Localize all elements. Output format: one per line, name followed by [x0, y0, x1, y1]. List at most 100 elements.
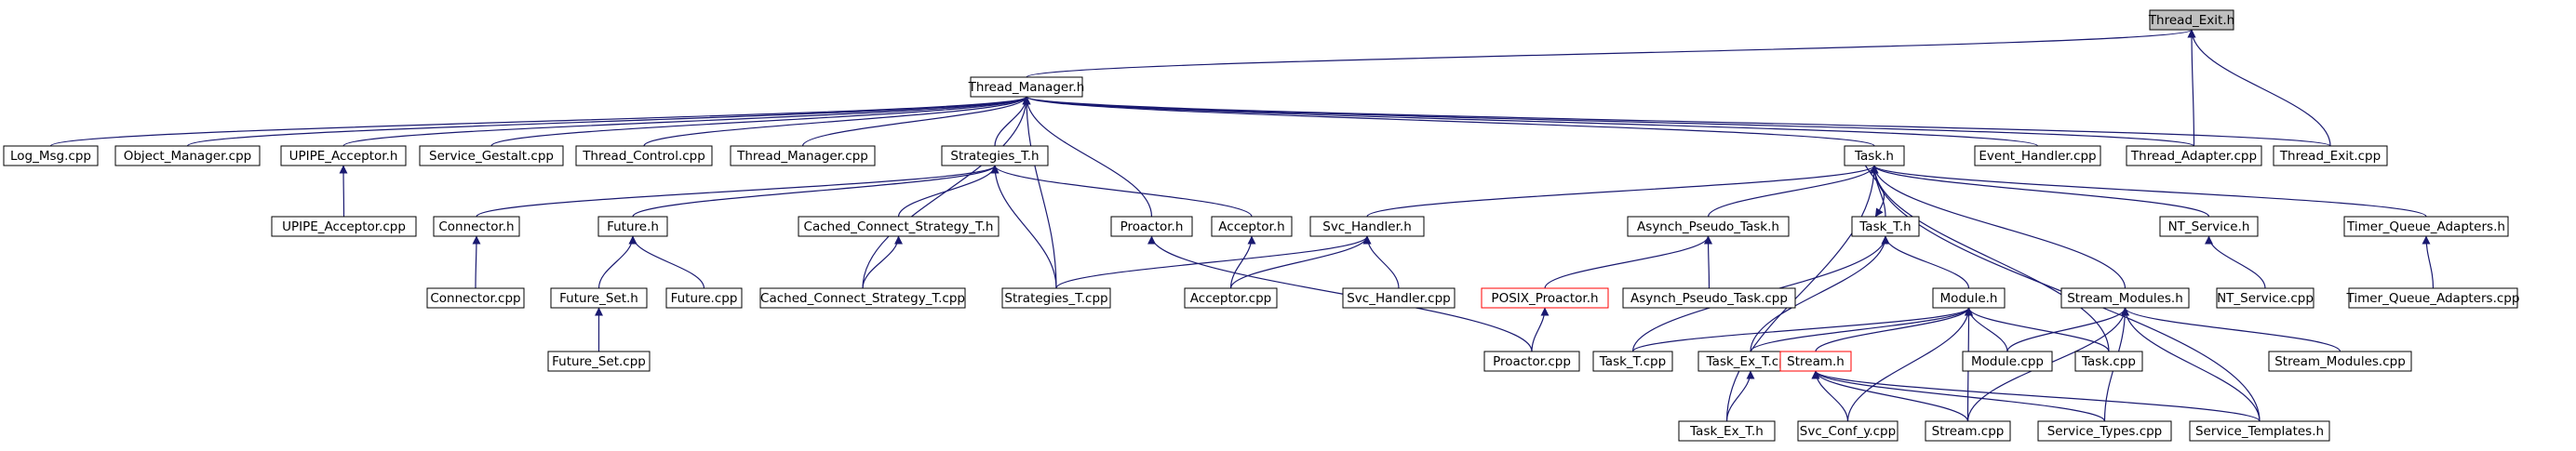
edge-task-h-to-thread-manager-h [1022, 96, 1875, 147]
node-box [3, 145, 99, 166]
node-posix-proactor-h[interactable]: POSIX_Proactor.h [1481, 287, 1609, 309]
node-service-types-cpp[interactable]: Service_Types.cpp [2037, 420, 2172, 442]
node-thread-manager-h[interactable]: Thread_Manager.h [968, 76, 1085, 98]
node-box [2273, 145, 2388, 166]
node-svc-handler-h[interactable]: Svc_Handler.h [1309, 216, 1425, 237]
node-box [798, 216, 1000, 237]
node-box [2074, 351, 2143, 372]
node-label: Proactor.h [1120, 219, 1184, 234]
node-task-t-cpp[interactable]: Task_T.cpp [1592, 351, 1673, 372]
edge-stream-h-to-module-h [1815, 307, 1973, 352]
node-acceptor-h[interactable]: Acceptor.h [1211, 216, 1293, 237]
edge-module-cpp-to-stream-modules-h [2006, 307, 2129, 352]
node-stream-modules-cpp[interactable]: Stream_Modules.cpp [2268, 351, 2412, 372]
node-log-msg-cpp[interactable]: Log_Msg.cpp [3, 145, 99, 166]
node-box [759, 287, 966, 309]
node-label: NT_Service.h [2168, 219, 2250, 234]
node-svc-conf-y-cpp[interactable]: Svc_Conf_y.cpp [1797, 420, 1898, 442]
node-label: Cached_Connect_Strategy_T.h [804, 219, 994, 234]
node-box [1483, 351, 1580, 372]
node-stream-h[interactable]: Stream.h [1779, 351, 1852, 372]
node-thread-manager-cpp[interactable]: Thread_Manager.cpp [730, 145, 876, 166]
edge-thread-exit-cpp-to-thread-manager-h [1023, 96, 2331, 147]
node-timer-queue-adapters-h[interactable]: Timer_Queue_Adapters.h [2343, 216, 2509, 237]
node-label: Thread_Adapter.cpp [2130, 149, 2257, 164]
node-nt-service-cpp[interactable]: NT_Service.cpp [2216, 287, 2314, 309]
edge-cached-connect-strategy-t-cpp-to-cached-connect-strategy-t-h [862, 235, 903, 289]
node-module-h[interactable]: Module.h [1932, 287, 2006, 309]
node-task-cpp[interactable]: Task.cpp [2074, 351, 2143, 372]
node-timer-queue-adapters-cpp[interactable]: Timer_Queue_Adapters.cpp [2346, 287, 2520, 309]
node-future-h[interactable]: Future.h [597, 216, 668, 237]
node-thread-control-cpp[interactable]: Thread_Control.cpp [575, 145, 713, 166]
node-svc-handler-cpp[interactable]: Svc_Handler.cpp [1342, 287, 1456, 309]
edge-future-h-to-strategies-t-h [632, 165, 1000, 218]
edge-event-handler-cpp-to-thread-manager-h [1022, 96, 2039, 147]
node-box [1110, 216, 1193, 237]
node-label: Timer_Queue_Adapters.h [2346, 219, 2505, 234]
node-proactor-h[interactable]: Proactor.h [1110, 216, 1193, 237]
node-cached-connect-strategy-t-cpp[interactable]: Cached_Connect_Strategy_T.cpp [759, 287, 966, 309]
file-nodes: Thread_Exit.hThread_Manager.hLog_Msg.cpp… [3, 9, 2520, 442]
node-label: Stream_Modules.cpp [2274, 354, 2406, 369]
dependency-edges [49, 29, 2435, 422]
node-upipe-acceptor-cpp[interactable]: UPIPE_Acceptor.cpp [271, 216, 417, 237]
node-box [433, 216, 520, 237]
node-box [550, 287, 648, 309]
node-label: Proactor.cpp [1493, 354, 1571, 369]
node-thread-exit-cpp[interactable]: Thread_Exit.cpp [2273, 145, 2388, 166]
node-box [1797, 420, 1898, 442]
node-task-h[interactable]: Task.h [1844, 145, 1905, 166]
node-future-set-h[interactable]: Future_Set.h [550, 287, 648, 309]
edge-acceptor-h-to-strategies-t-h [990, 165, 1253, 218]
node-task-t-h[interactable]: Task_T.h [1851, 216, 1920, 237]
node-nt-service-h[interactable]: NT_Service.h [2159, 216, 2259, 237]
edge-strategies-t-cpp-to-strategies-t-h [990, 165, 1057, 289]
node-box [2343, 216, 2509, 237]
node-label: Stream.h [1787, 354, 1845, 369]
edge-cached-connect-strategy-t-h-to-strategies-t-h [897, 165, 1000, 218]
node-event-handler-cpp[interactable]: Event_Handler.cpp [1974, 145, 2101, 166]
node-box [730, 145, 876, 166]
edge-stream-modules-cpp-to-stream-modules-h [2121, 307, 2341, 352]
node-service-gestalt-cpp[interactable]: Service_Gestalt.cpp [419, 145, 564, 166]
edge-thread-manager-cpp-to-thread-manager-h [801, 96, 1031, 147]
node-future-cpp[interactable]: Future.cpp [665, 287, 743, 309]
node-cached-connect-strategy-t-h[interactable]: Cached_Connect_Strategy_T.h [798, 216, 1000, 237]
node-box [1342, 287, 1456, 309]
node-label: Future_Set.h [559, 291, 638, 306]
edge-task-ex-t-cpp-to-module-h [1750, 307, 1973, 352]
node-label: Svc_Handler.h [1322, 219, 1412, 234]
node-stream-modules-h[interactable]: Stream_Modules.h [2060, 287, 2190, 309]
node-asynch-pseudo-task-h[interactable]: Asynch_Pseudo_Task.h [1627, 216, 1790, 237]
node-strategies-t-cpp[interactable]: Strategies_T.cpp [1001, 287, 1111, 309]
node-object-manager-cpp[interactable]: Object_Manager.cpp [114, 145, 261, 166]
node-label: Cached_Connect_Strategy_T.cpp [760, 291, 965, 306]
node-thread-exit-h[interactable]: Thread_Exit.h [2148, 9, 2234, 31]
node-stream-cpp[interactable]: Stream.cpp [1925, 420, 2011, 442]
node-label: Module.cpp [1971, 354, 2044, 369]
node-future-set-cpp[interactable]: Future_Set.cpp [547, 351, 651, 372]
edge-task-h-to-task-t-h [1864, 165, 1885, 218]
node-box [970, 76, 1083, 98]
node-box [2216, 287, 2314, 309]
node-asynch-pseudo-task-cpp[interactable]: Asynch_Pseudo_Task.cpp [1622, 287, 1796, 309]
node-strategies-t-h[interactable]: Strategies_T.h [941, 145, 1049, 166]
node-upipe-acceptor-h[interactable]: UPIPE_Acceptor.h [280, 145, 407, 166]
edge-timer-queue-adapters-cpp-to-timer-queue-adapters-h [2422, 235, 2435, 289]
node-service-templates-h[interactable]: Service_Templates.h [2189, 420, 2330, 442]
node-label: Thread_Exit.h [2148, 13, 2234, 28]
node-thread-adapter-cpp[interactable]: Thread_Adapter.cpp [2126, 145, 2262, 166]
node-module-cpp[interactable]: Module.cpp [1962, 351, 2053, 372]
node-box [2268, 351, 2412, 372]
node-connector-cpp[interactable]: Connector.cpp [426, 287, 525, 309]
node-label: Thread_Manager.cpp [736, 149, 868, 164]
node-proactor-cpp[interactable]: Proactor.cpp [1483, 351, 1580, 372]
node-box [1678, 420, 1776, 442]
node-acceptor-cpp[interactable]: Acceptor.cpp [1184, 287, 1278, 309]
node-task-ex-t-cpp[interactable]: Task_Ex_T.cpp [1697, 351, 1804, 372]
node-connector-h[interactable]: Connector.h [433, 216, 520, 237]
edge-svc-handler-cpp-to-svc-handler-h [1362, 235, 1400, 289]
node-task-ex-t-h[interactable]: Task_Ex_T.h [1678, 420, 1776, 442]
edge-task-cpp-to-module-h [1965, 307, 2110, 352]
